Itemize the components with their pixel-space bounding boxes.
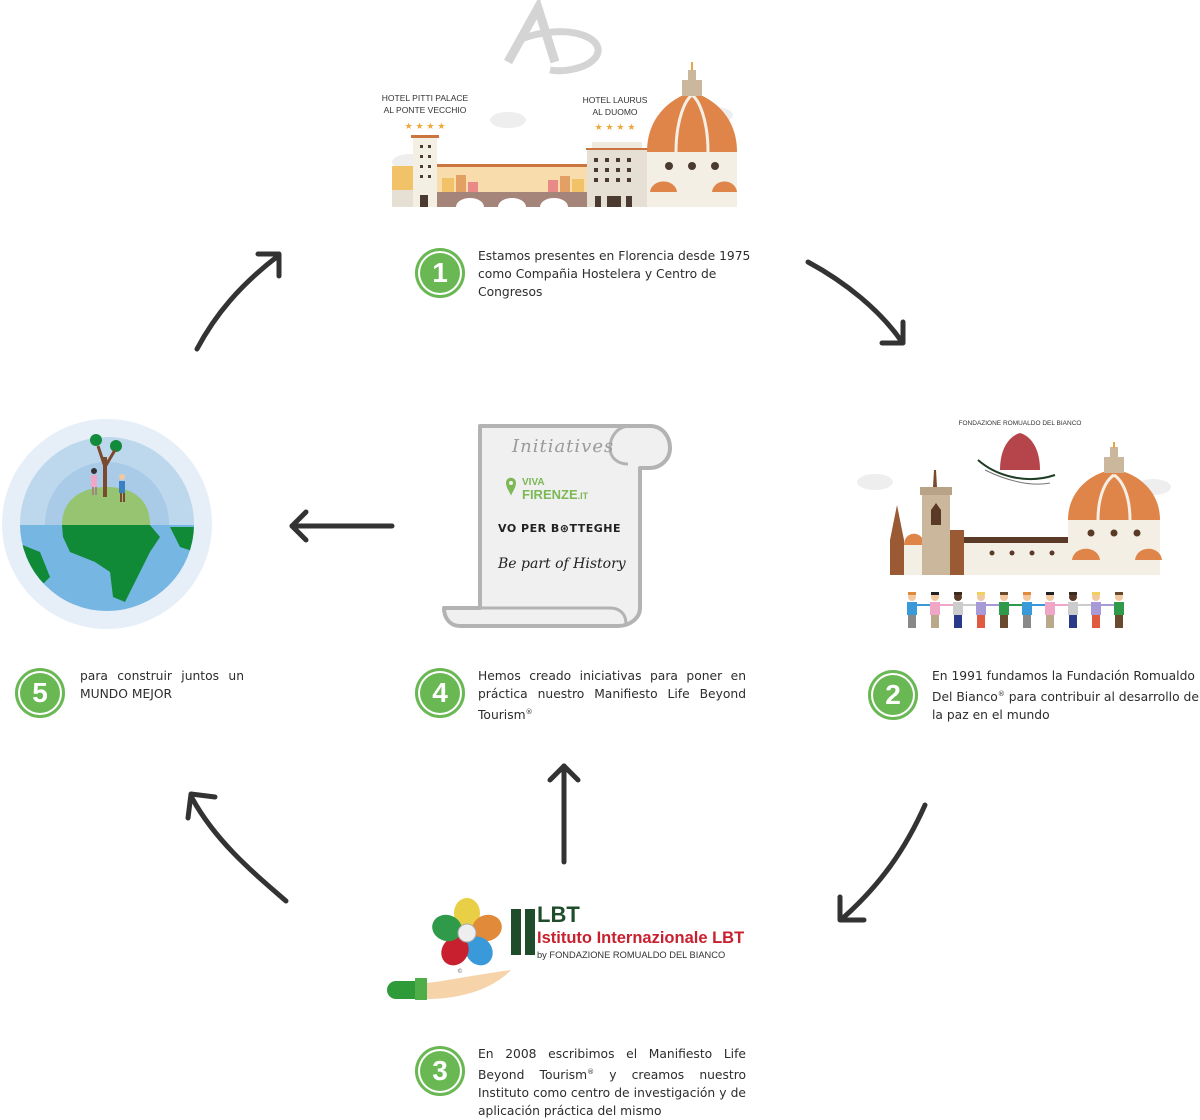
arrow-2-to-3 [837, 802, 928, 923]
child-figure [1022, 592, 1045, 628]
hotel-left-name: HOTEL PITTI PALACE [382, 93, 469, 103]
child-figure [930, 592, 953, 628]
initiatives-scroll: Initiatives VIVA FIRENZE.IT VO PER B⊛TTE… [440, 418, 680, 633]
lbt-flower-hand: © [387, 898, 511, 1000]
svg-text:©: © [457, 968, 463, 975]
lbt-logo: © LBT Istituto Internazionale LBT by FON… [385, 895, 745, 1005]
initiatives-title: Initiatives [512, 436, 615, 457]
step-2-badge: 2 [868, 670, 918, 720]
child-figure [1045, 592, 1068, 628]
arrow-3-to-5 [185, 791, 289, 904]
child-figure [907, 592, 930, 628]
hotel-left-stars: ★ ★ ★ ★ [405, 122, 446, 132]
step-1-text: Estamos presentes en Florencia desde 197… [478, 249, 751, 299]
hotels-illustration: HOTEL PITTI PALACE AL PONTE VECCHIO ★ ★ … [380, 0, 780, 220]
be-part-of-history-logo[interactable]: Be part of History [498, 556, 626, 572]
child-figure [1114, 592, 1124, 628]
step-5-badge: 5 [15, 668, 65, 718]
foundation-logo-text: FONDAZIONE ROMUALDO DEL BIANCO [959, 420, 1082, 427]
child-figure [999, 592, 1022, 628]
child-figure [1068, 592, 1091, 628]
child-figure [976, 592, 999, 628]
step-3-text: En 2008 escribimos el Manifiesto Life Be… [478, 1047, 747, 1119]
arrow-5-to-1 [194, 251, 282, 352]
children-holding-hands [907, 592, 1124, 628]
vo-per-botteghe-logo[interactable]: VO PER B⊛TTEGHE [498, 522, 621, 535]
foundation-logo: FONDAZIONE ROMUALDO DEL BIANCO [959, 420, 1082, 485]
step-1-badge: 1 [415, 248, 465, 298]
step-3-badge: 3 [415, 1046, 465, 1096]
hotel-right-location: AL DUOMO [592, 107, 637, 117]
step-4-text: Hemos creado iniciativas para poner en p… [478, 669, 746, 723]
hotel-left-location: AL PONTE VECCHIO [384, 105, 467, 115]
step-5-text: para construir juntos un MUNDO MEJOR [80, 669, 244, 701]
vivafirenze-logo[interactable]: VIVA FIRENZE.IT [522, 477, 589, 502]
child-figure [1091, 592, 1114, 628]
hotel-right-name: HOTEL LAURUS [583, 95, 648, 105]
ad-logo: HOTEL PITTI PALACE AL PONTE VECCHIO ★ ★ … [382, 0, 737, 216]
child-figure [953, 592, 976, 628]
lbt-name: Istituto Internazionale LBT [537, 929, 745, 947]
hotel-right-stars: ★ ★ ★ ★ [595, 123, 636, 133]
foundation-illustration: FONDAZIONE ROMUALDO DEL BIANCO [857, 415, 1180, 645]
arrow-4-to-5 [289, 509, 395, 543]
arrow-1-to-2 [805, 259, 906, 346]
lbt-short: LBT [537, 902, 580, 927]
globe-illustration [0, 412, 215, 637]
lbt-by: by FONDAZIONE ROMUALDO DEL BIANCO [537, 950, 726, 960]
step-4-badge: 4 [415, 668, 465, 718]
arrow-3-to-4 [547, 763, 581, 865]
step-2-text: En 1991 fundamos la Fundación Romualdo D… [932, 669, 1199, 723]
